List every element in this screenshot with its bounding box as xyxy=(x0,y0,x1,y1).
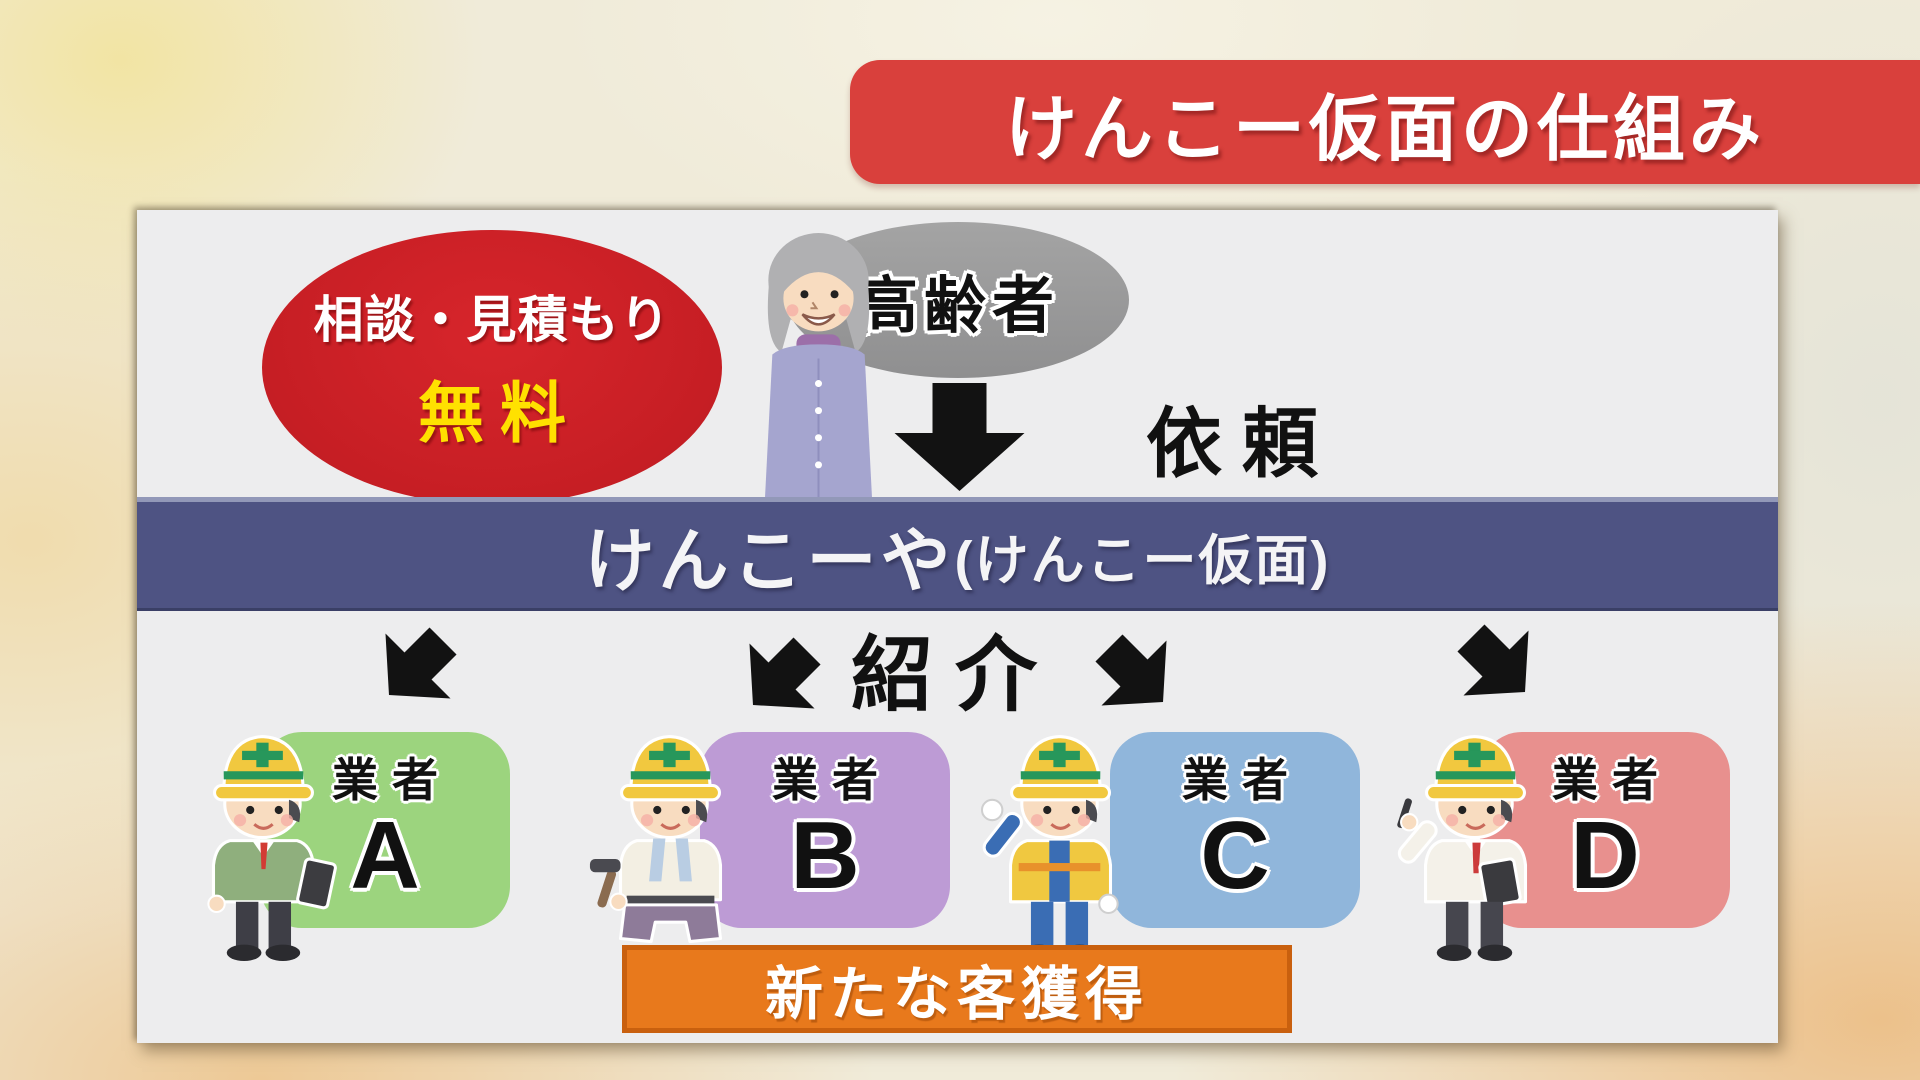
vendor-label: 業者 xyxy=(1552,753,1672,806)
title-banner: けんこー仮面の仕組み xyxy=(850,60,1920,184)
free-badge-line1: 相談・見積もり xyxy=(313,291,671,348)
referral-arrow-d-icon xyxy=(1457,624,1529,696)
request-down-arrow-icon xyxy=(894,383,1025,491)
elderly-person-illustration xyxy=(764,233,873,511)
vendor-letter-a: A xyxy=(350,802,420,910)
vendor-box-b: 業者 B xyxy=(700,732,950,928)
title-text: けんこー仮面の仕組み xyxy=(1004,89,1765,170)
worker-a-illustration xyxy=(207,735,337,961)
referral-arrow-a-icon xyxy=(385,627,457,699)
vendor-letter-b: B xyxy=(790,802,860,910)
referral-label: 紹介 xyxy=(850,630,1059,721)
worker-b-illustration xyxy=(589,735,723,963)
new-customer-banner: 新たな客獲得 xyxy=(622,945,1292,1033)
vendor-letter-c: C xyxy=(1200,802,1270,910)
vendor-label: 業者 xyxy=(772,753,892,806)
free-consultation-badge: 相談・見積もり 無料 xyxy=(262,230,722,505)
request-label: 依頼 xyxy=(1146,402,1338,487)
worker-c-illustration xyxy=(980,735,1119,961)
company-alias: (けんこー仮面) xyxy=(954,530,1331,591)
referral-arrow-b-icon xyxy=(749,637,821,709)
company-bar: けんこーや (けんこー仮面) xyxy=(137,497,1778,611)
diagram-panel: 相談・見積もり 無料 高齢者 xyxy=(137,210,1778,1043)
free-badge-line2: 無料 xyxy=(418,375,582,450)
elderly-label: 高齢者 xyxy=(855,272,1060,341)
company-name: けんこーや xyxy=(584,521,955,600)
new-customer-text: 新たな客獲得 xyxy=(764,962,1149,1027)
worker-d-illustration xyxy=(1397,735,1528,961)
vendor-box-c: 業者 C xyxy=(1110,732,1360,928)
referral-arrow-c-icon xyxy=(1095,634,1167,706)
vendor-label: 業者 xyxy=(332,753,452,806)
vendor-letter-d: D xyxy=(1570,802,1640,910)
vendor-label: 業者 xyxy=(1182,753,1302,806)
